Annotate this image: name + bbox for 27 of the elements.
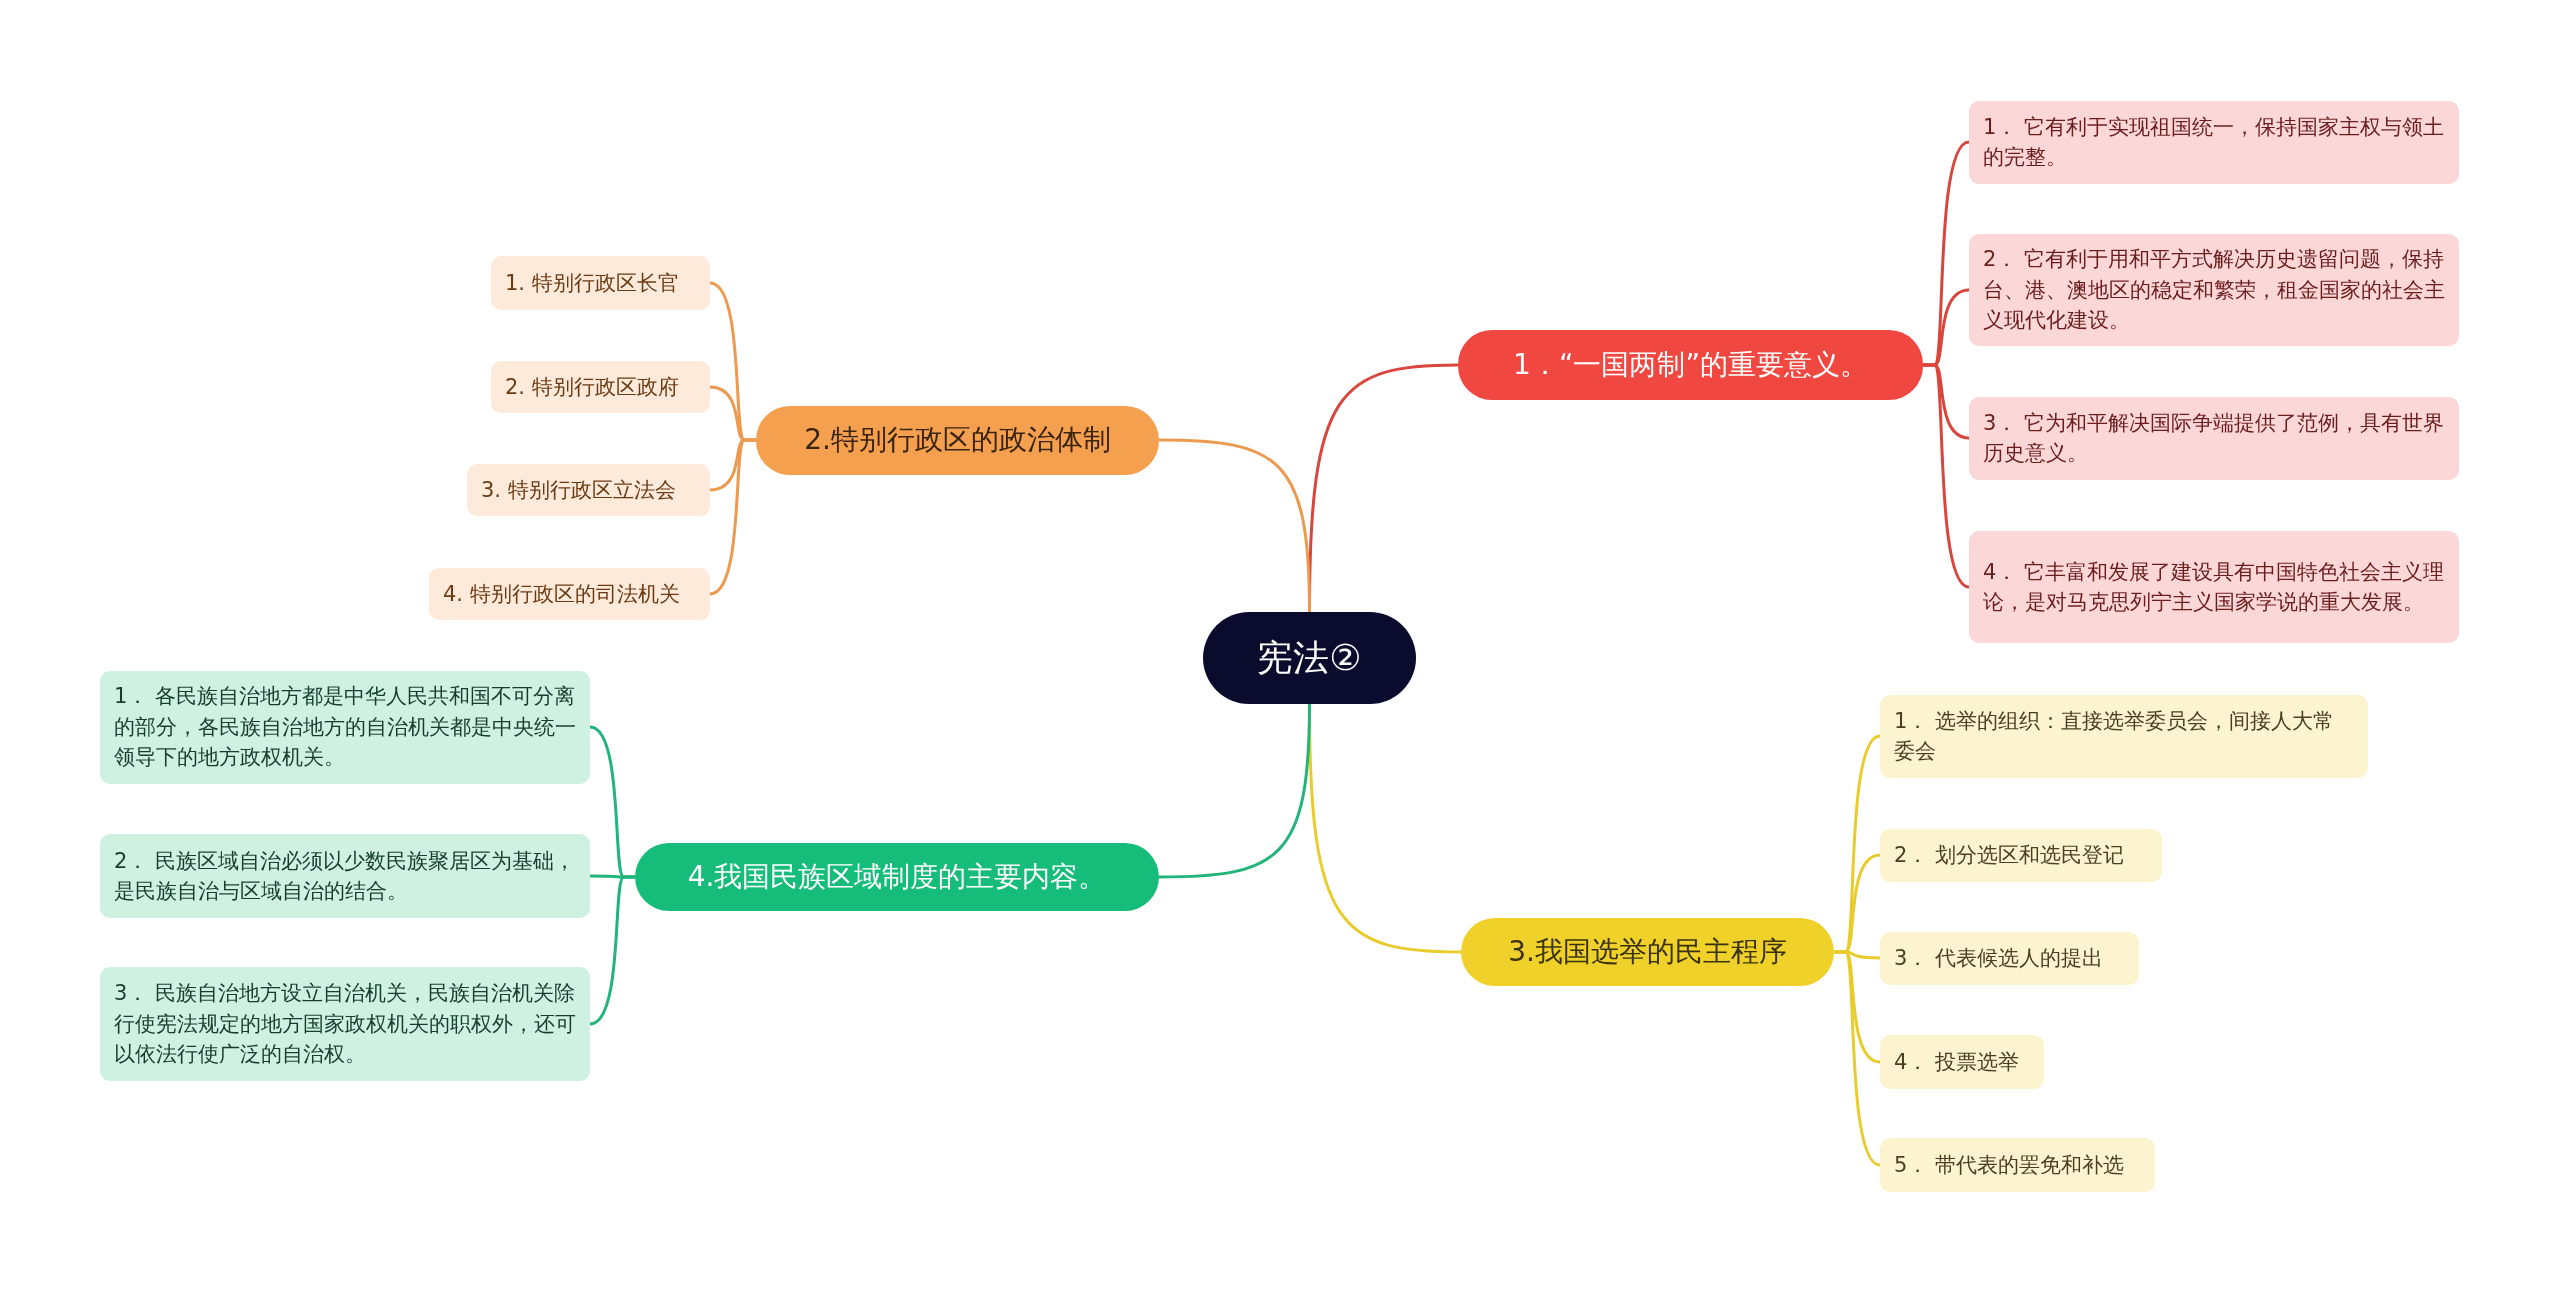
connector (1158, 703, 1311, 879)
central-topic: 宪法② (1203, 612, 1416, 704)
branch-topic: 1．“一国两制”的重要意义。 (1458, 330, 1923, 400)
subtopic-card: 2． 民族区域自治必须以少数民族聚居区为基础，是民族自治与区域自治的结合。 (100, 834, 590, 918)
connector (709, 438, 756, 596)
subtopic-card: 2. 特别行政区政府 (491, 361, 710, 413)
subtopic-card: 3． 它为和平解决国际争端提供了范例，具有世界历史意义。 (1969, 396, 2459, 480)
subtopic-card: 5． 带代表的罢免和补选 (1880, 1138, 2155, 1192)
subtopic-card: 3. 特别行政区立法会 (467, 464, 710, 516)
connector (1923, 363, 1970, 589)
subtopic-card: 1. 特别行政区长官 (491, 256, 710, 310)
branch-topic: 3.我国选举的民主程序 (1461, 918, 1834, 986)
connector (589, 875, 635, 1026)
subtopic-card: 1． 选举的组织：直接选举委员会，间接人大常委会 (1880, 694, 2368, 778)
subtopic-card: 4． 它丰富和发展了建设具有中国特色社会主义理论，是对马克思列宁主义国家学说的重大发展。 (1969, 531, 2459, 643)
branch-topic: 4.我国民族区域制度的主要内容。 (635, 843, 1159, 911)
branch-topic: 2.特别行政区的政治体制 (756, 405, 1159, 475)
subtopic-card: 4. 特别行政区的司法机关 (429, 568, 710, 620)
subtopic-card: 2． 划分选区和选民登记 (1880, 828, 2162, 882)
connector (1158, 438, 1311, 613)
subtopic-card: 1． 它有利于实现祖国统一，保持国家主权与领土的完整。 (1969, 100, 2459, 184)
subtopic-card: 1． 各民族自治地方都是中华人民共和国不可分离的部分，各民族自治地方的自治机关都是中央统一领导下的地方政权机关。 (100, 670, 590, 784)
subtopic-card: 2． 它有利于用和平方式解决历史遗留问题，保持台、港、澳地区的稳定和繁荣，租金国家的社会主义现代化建设。 (1969, 234, 2459, 346)
subtopic-card: 3． 民族自治地方设立自治机关，民族自治机关除行使宪法规定的地方国家政权机关的职权外，还可以依法行使广泛的自治权。 (100, 967, 590, 1081)
connector (1834, 950, 1881, 1167)
subtopic-card: 4． 投票选举 (1880, 1035, 2044, 1089)
subtopic-card: 3． 代表候选人的提出 (1880, 931, 2139, 985)
